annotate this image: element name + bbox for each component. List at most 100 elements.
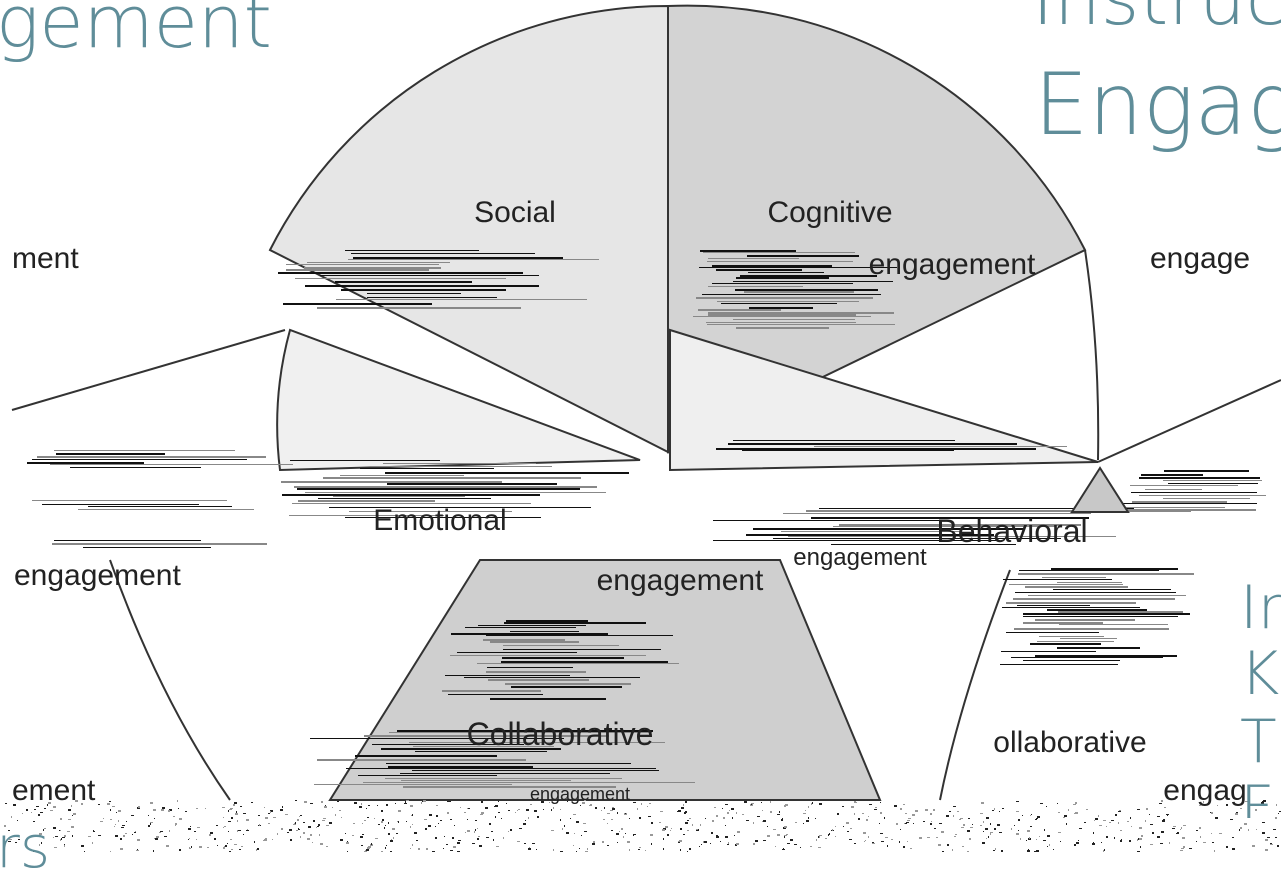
noise-speck [1232, 848, 1235, 850]
noise-speck [258, 815, 260, 816]
noise-speck [495, 805, 498, 807]
noise-speck [297, 819, 299, 821]
noise-speck [687, 820, 689, 821]
noise-speck [714, 807, 716, 808]
noise-speck [1076, 842, 1079, 844]
noise-speck [517, 841, 520, 842]
noise-speck [580, 805, 581, 806]
noise-speck [240, 806, 242, 807]
glitch-line [716, 269, 802, 271]
glitch-line [717, 301, 859, 302]
noise-speck [1176, 833, 1179, 834]
noise-speck [299, 816, 300, 817]
noise-speck [1162, 820, 1165, 822]
noise-speck [233, 804, 235, 806]
noise-speck [952, 849, 953, 851]
noise-speck [332, 807, 333, 808]
glitch-line [1039, 636, 1104, 637]
noise-speck [321, 801, 323, 803]
noise-speck [875, 807, 877, 808]
noise-speck [138, 806, 140, 808]
noise-speck [326, 846, 328, 847]
noise-speck [1214, 850, 1215, 852]
glitch-line [487, 667, 573, 668]
noise-speck [93, 830, 94, 831]
noise-speck [243, 813, 246, 814]
glitch-line [340, 475, 464, 476]
label-cognitive-engagement: engagement [869, 248, 1036, 281]
noise-speck [155, 838, 158, 840]
noise-speck [398, 821, 399, 823]
noise-speck [39, 833, 42, 835]
noise-speck [939, 823, 942, 824]
noise-speck [685, 822, 688, 824]
noise-speck [257, 848, 259, 850]
noise-speck [858, 818, 860, 820]
noise-speck [863, 832, 866, 834]
noise-speck [532, 843, 535, 844]
glitch-line [740, 275, 877, 277]
noise-speck [953, 815, 954, 817]
wedge-labels: Social Cognitive engagement Emotional en… [12, 196, 1250, 807]
noise-speck [835, 836, 836, 837]
noise-speck [55, 836, 58, 837]
noise-speck [406, 821, 407, 822]
noise-speck [103, 818, 104, 819]
noise-speck [625, 833, 626, 834]
noise-speck [385, 825, 386, 826]
noise-speck [508, 831, 509, 832]
noise-speck [317, 826, 319, 827]
noise-speck [560, 819, 561, 821]
noise-speck [322, 820, 325, 821]
noise-speck [762, 810, 763, 811]
noise-speck [53, 806, 56, 808]
noise-speck [224, 826, 226, 827]
noise-speck [175, 824, 176, 826]
noise-speck [318, 824, 320, 826]
noise-speck [623, 836, 624, 838]
noise-speck [1057, 803, 1058, 804]
glitch-line [1130, 485, 1238, 486]
noise-speck [1036, 850, 1039, 852]
noise-speck [486, 837, 489, 838]
noise-speck [903, 846, 905, 848]
glitch-line [733, 440, 955, 441]
noise-speck [386, 804, 388, 806]
noise-speck [197, 827, 200, 828]
noise-speck [795, 822, 797, 823]
noise-speck [177, 800, 178, 802]
noise-speck [1259, 804, 1261, 805]
noise-speck [992, 810, 994, 811]
glitch-line [1060, 638, 1117, 639]
noise-speck [1029, 837, 1030, 839]
noise-speck [64, 844, 65, 845]
noise-speck [689, 848, 691, 850]
noise-speck [1001, 850, 1003, 852]
noise-speck [1018, 830, 1019, 831]
noise-speck [1118, 811, 1120, 812]
noise-speck [960, 818, 963, 819]
noise-speck [508, 810, 510, 811]
noise-speck [910, 848, 912, 849]
noise-speck [368, 846, 371, 848]
label-behavioral: Behavioral [936, 513, 1087, 549]
noise-speck [1159, 803, 1162, 804]
noise-speck [884, 817, 885, 819]
glitch-line [367, 297, 497, 298]
noise-speck [22, 813, 23, 814]
noise-speck [1277, 845, 1279, 847]
glitch-bands [27, 250, 1266, 788]
glitch-line [358, 775, 497, 776]
noise-speck [762, 821, 763, 822]
heading-top-left: gement [0, 0, 272, 64]
noise-speck [81, 845, 84, 847]
noise-speck [879, 823, 880, 824]
noise-speck [865, 840, 866, 841]
glitch-line [736, 327, 829, 329]
glitch-line [389, 732, 652, 733]
noise-speck [159, 832, 161, 833]
noise-speck [228, 821, 231, 822]
noise-speck [116, 812, 117, 813]
noise-speck [179, 818, 182, 820]
heading-right-stack: In K T F [1240, 578, 1281, 818]
